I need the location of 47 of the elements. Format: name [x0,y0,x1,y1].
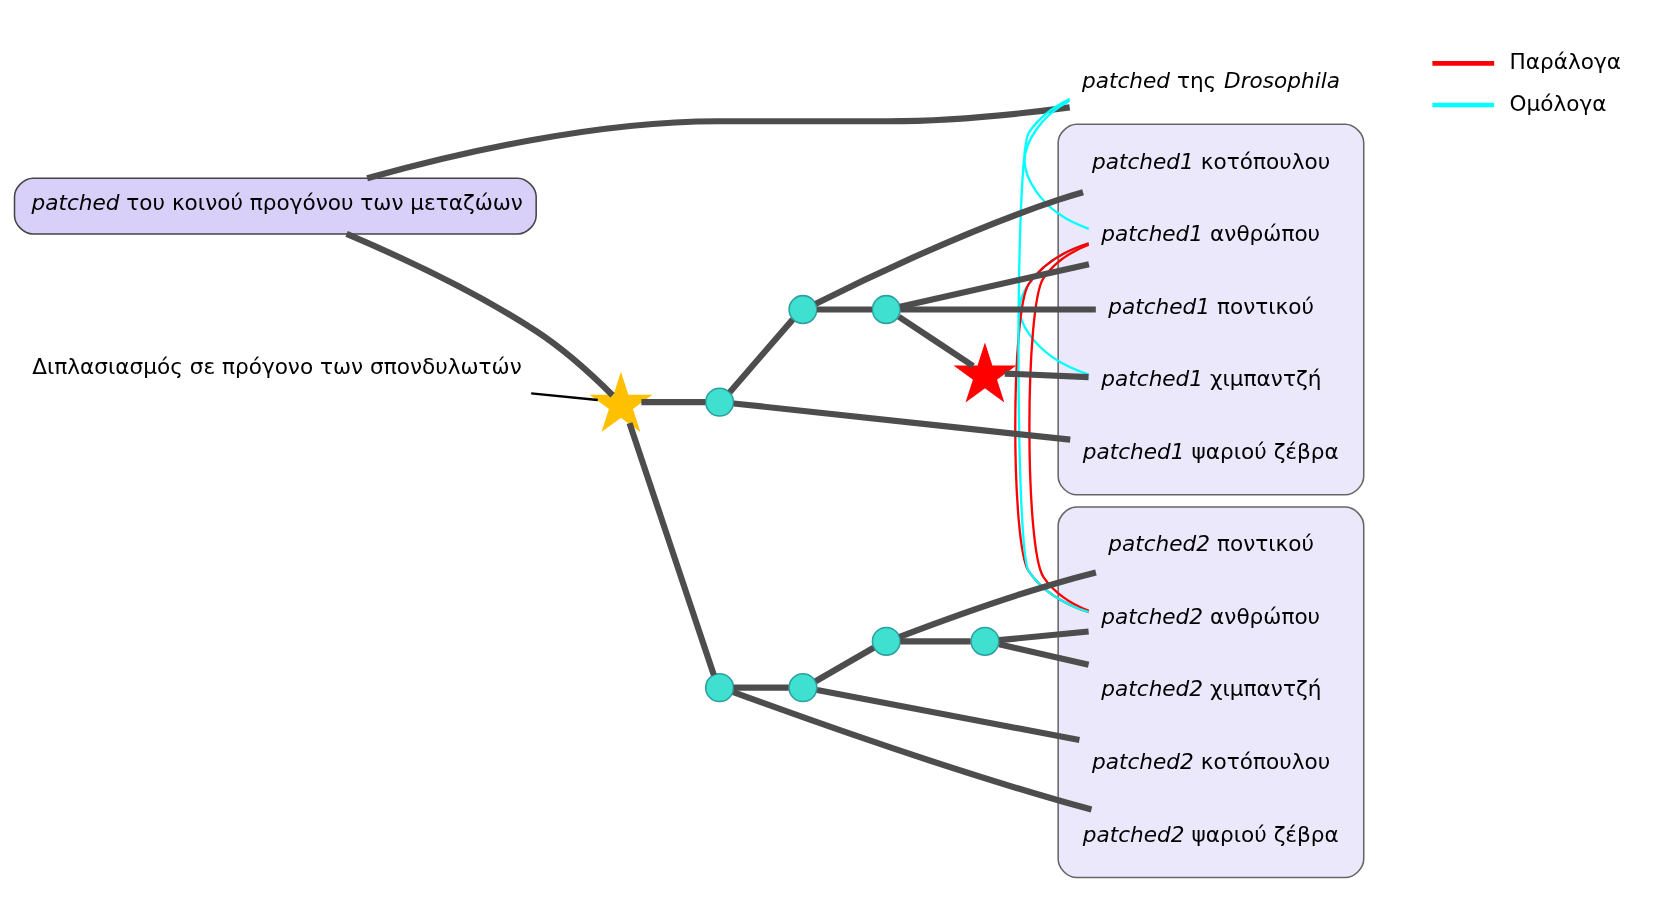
connector [1023,99,1090,230]
connector [733,684,789,691]
cluster [1057,123,1365,495]
connector [641,398,706,405]
connector [814,644,876,684]
node-text: patched2 ανθρώπου [1101,603,1321,629]
connector [900,305,1096,313]
node-text: patched1 ποντικού [1108,293,1315,319]
connector [998,640,1090,668]
node-text: patched2 ψαριού ζέβρα [1082,821,1339,847]
legend-label: Ομόλογα [1509,90,1607,116]
node-circle [970,626,1000,656]
connector [626,421,717,676]
node-circle [871,626,901,656]
node-text: patched1 κοτόπουλου [1092,148,1331,174]
node-text: patched1 χιμπαντζή [1101,365,1322,391]
node-text: patched2 κοτόπουλου [1092,748,1331,774]
node-circle [788,672,818,702]
node-text: Διπλασιασμός σε πρόγονο των σπονδυλωτών [32,353,522,379]
node-circle [788,294,818,324]
node-text: patched1 ανθρώπου [1101,220,1321,246]
connector [345,230,615,397]
node-star [953,342,1017,403]
connector [531,391,598,401]
connector [733,399,1071,443]
node-circle [704,672,735,702]
node-circle [871,294,901,324]
legend-label: Παράλογα [1509,48,1622,74]
node-text: patched2 ποντικού [1108,530,1315,556]
connector [1004,369,1089,380]
connector [898,569,1097,640]
connector [366,103,1071,181]
connector [897,313,975,369]
connector [998,627,1089,643]
connector [816,686,1080,743]
node-star [589,371,653,432]
node-text: patched2 χιμπαντζή [1101,675,1322,701]
node-text: patched της Drosophila [1082,67,1340,93]
connector [814,188,1084,306]
connector [817,305,872,313]
cluster [1057,505,1365,878]
node-box: patched του κοινού προγόνου των μεταζώων [13,177,537,235]
node-circle [704,386,735,417]
node-text: patched1 ψαριού ζέβρα [1082,438,1339,464]
connector [732,688,1093,812]
connector [900,637,971,644]
connector [727,317,795,394]
